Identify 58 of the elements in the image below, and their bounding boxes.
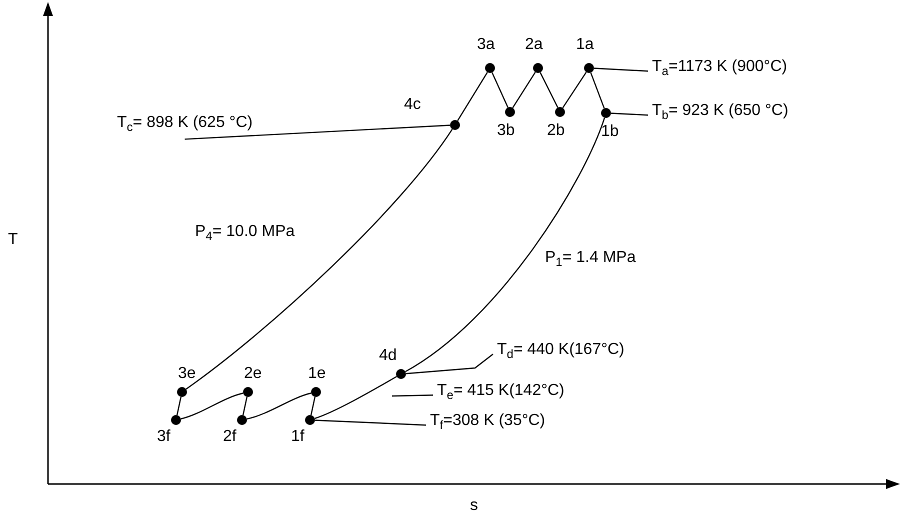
temperature-label: T$_{f}$=308 K (35°C) [430, 411, 546, 436]
process-line [314, 376, 397, 420]
process-line [457, 72, 488, 122]
point-label: 3f [157, 428, 170, 446]
leader-line [392, 394, 434, 397]
temperature-label: T$_{e}$= 415 K(142°C) [437, 381, 564, 406]
axis-label: T [8, 230, 18, 250]
state-point [584, 63, 594, 73]
process-line [180, 392, 244, 420]
point-label: 3e [178, 365, 196, 383]
process-line [310, 396, 316, 416]
state-point [305, 415, 315, 425]
point-label: 4d [379, 347, 397, 365]
point-label: 1a [576, 36, 594, 54]
state-point [533, 63, 543, 73]
pressure-label: P$_{4}$= 10.0 MPa [195, 222, 295, 246]
leader-line [406, 354, 494, 374]
state-point [243, 387, 253, 397]
state-point [311, 387, 321, 397]
process-line [590, 72, 605, 109]
state-point [485, 63, 495, 73]
point-label: 3b [497, 122, 515, 140]
point-label: 2a [525, 36, 543, 54]
leader-line [314, 420, 426, 426]
process-line [492, 72, 508, 108]
point-label: 1b [601, 123, 619, 141]
leader-line [610, 112, 648, 116]
state-point [396, 369, 406, 379]
state-point [505, 107, 515, 117]
state-point [450, 120, 460, 130]
process-line [405, 118, 606, 372]
axis-label: s [470, 496, 478, 516]
temperature-label: T$_{c}$= 898 K (625 °C) [117, 113, 253, 138]
process-line [562, 72, 587, 108]
temperature-label: T$_{d}$= 440 K(167°C) [497, 340, 624, 364]
point-label: 3a [477, 36, 495, 54]
point-label: 1f [291, 428, 304, 446]
process-line [540, 72, 558, 108]
process-line [242, 396, 248, 416]
leader-line [184, 124, 450, 140]
point-label: 2b [547, 122, 565, 140]
temperature-label: T$_{a}$=1173 K (900°C) [652, 57, 788, 82]
point-label: 2e [244, 365, 262, 383]
process-line [176, 396, 182, 416]
state-point [177, 387, 187, 397]
temperature-label: T$_{b}$= 923 K (650 °C) [652, 101, 788, 126]
point-label: 2f [223, 428, 236, 446]
point-label: 4c [404, 96, 421, 114]
state-point [601, 108, 611, 118]
point-label: 1e [308, 365, 326, 383]
pressure-label: P$_{1}$= 1.4 MPa [545, 248, 636, 272]
process-line [512, 72, 536, 108]
leader-line [594, 68, 648, 72]
state-point [237, 415, 247, 425]
state-point [555, 107, 565, 117]
process-line [246, 392, 312, 420]
state-point [171, 415, 181, 425]
process-line [186, 128, 453, 390]
